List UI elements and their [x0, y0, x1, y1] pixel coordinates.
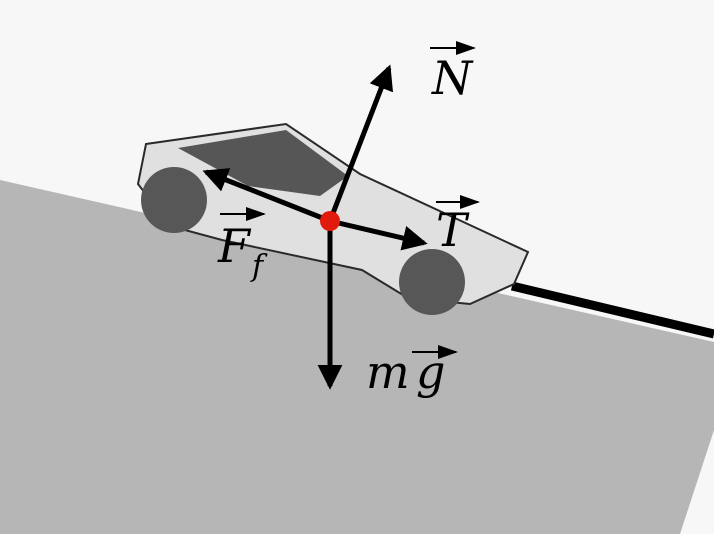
- friction-force-symbol: F: [217, 219, 252, 273]
- tension-force-label: T: [436, 195, 480, 257]
- normal-force-arrow: [327, 64, 394, 222]
- car-window: [178, 130, 348, 196]
- rear-wheel: [141, 167, 207, 233]
- normal-force-label: N: [430, 41, 476, 105]
- front-wheel: [399, 249, 465, 315]
- center-of-mass-dot: [320, 211, 340, 231]
- weight-force-label: m g: [366, 345, 458, 399]
- tension-force-symbol: T: [436, 203, 470, 257]
- friction-force-arrow: [202, 168, 331, 224]
- tow-rope: [510, 281, 714, 339]
- gravity-symbol: g: [416, 345, 445, 399]
- normal-force-symbol: N: [431, 51, 474, 105]
- inclined-plane: [0, 180, 714, 534]
- tension-force-arrow: [329, 218, 428, 251]
- mass-symbol: m: [366, 345, 410, 399]
